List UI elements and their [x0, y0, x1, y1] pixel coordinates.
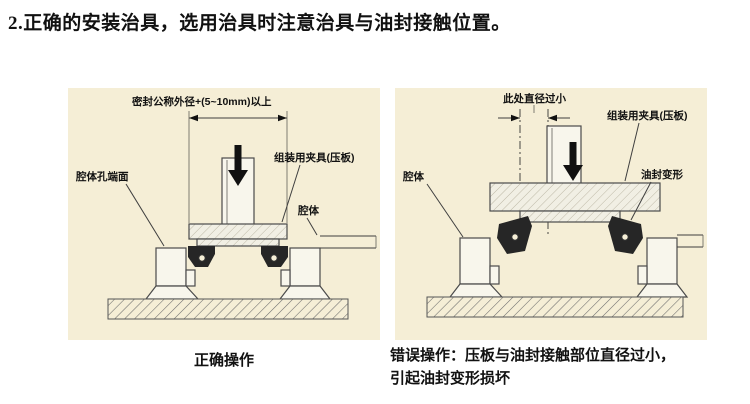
clamp-plate — [188, 223, 288, 247]
small-diameter-label: 此处直径过小 — [503, 92, 566, 105]
ground-hatch — [426, 296, 684, 318]
clamp-leader — [624, 122, 640, 182]
housing — [448, 234, 704, 298]
clamp-label: 组装用夹具(压板) — [274, 151, 355, 164]
clamp-label: 组装用夹具(压板) — [607, 109, 688, 122]
incorrect-diagram-panel: 此处直径过小 — [395, 88, 707, 340]
cavity-leader — [426, 183, 464, 238]
correct-diagram-panel: 密封公称外径+(5~10mm)以上 — [68, 88, 380, 340]
press-direction-arrow — [228, 145, 248, 186]
correct-operation-diagram: 密封公称外径+(5~10mm)以上 — [75, 95, 377, 320]
cavity-label: 腔体 — [297, 204, 319, 217]
clamp-plate — [489, 182, 661, 223]
incorrect-caption-line1: 错误操作：压板与油封接触部位直径过小， — [390, 348, 676, 364]
clamp-leader — [281, 164, 301, 223]
incorrect-operation-diagram: 此处直径过小 — [402, 92, 704, 318]
deformed-oil-seal-section — [497, 216, 643, 254]
correct-caption: 正确操作 — [193, 353, 254, 369]
seal-deformation-label: 油封变形 — [641, 168, 683, 181]
outer-diameter-dim-label: 密封公称外径+(5~10mm)以上 — [132, 95, 272, 108]
page-title: 2.正确的安装治具，选用治具时注意治具与油封接触位置。 — [8, 13, 511, 34]
cavity-label: 腔体 — [402, 170, 424, 183]
housing — [144, 235, 377, 300]
oil-seal-section — [188, 246, 288, 267]
cavity-leader — [306, 217, 318, 236]
ground-hatch — [107, 298, 349, 320]
cavity-face-leader — [125, 183, 165, 247]
incorrect-caption: 错误操作：压板与油封接触部位直径过小， 引起油封变形损坏 — [390, 345, 675, 390]
incorrect-caption-line2: 引起油封变形损坏 — [390, 370, 511, 387]
seal-deformation-leader — [630, 181, 652, 221]
cavity-face-label: 腔体孔端面 — [75, 170, 129, 183]
press-direction-arrow — [563, 142, 583, 181]
dimension-line — [188, 111, 288, 223]
